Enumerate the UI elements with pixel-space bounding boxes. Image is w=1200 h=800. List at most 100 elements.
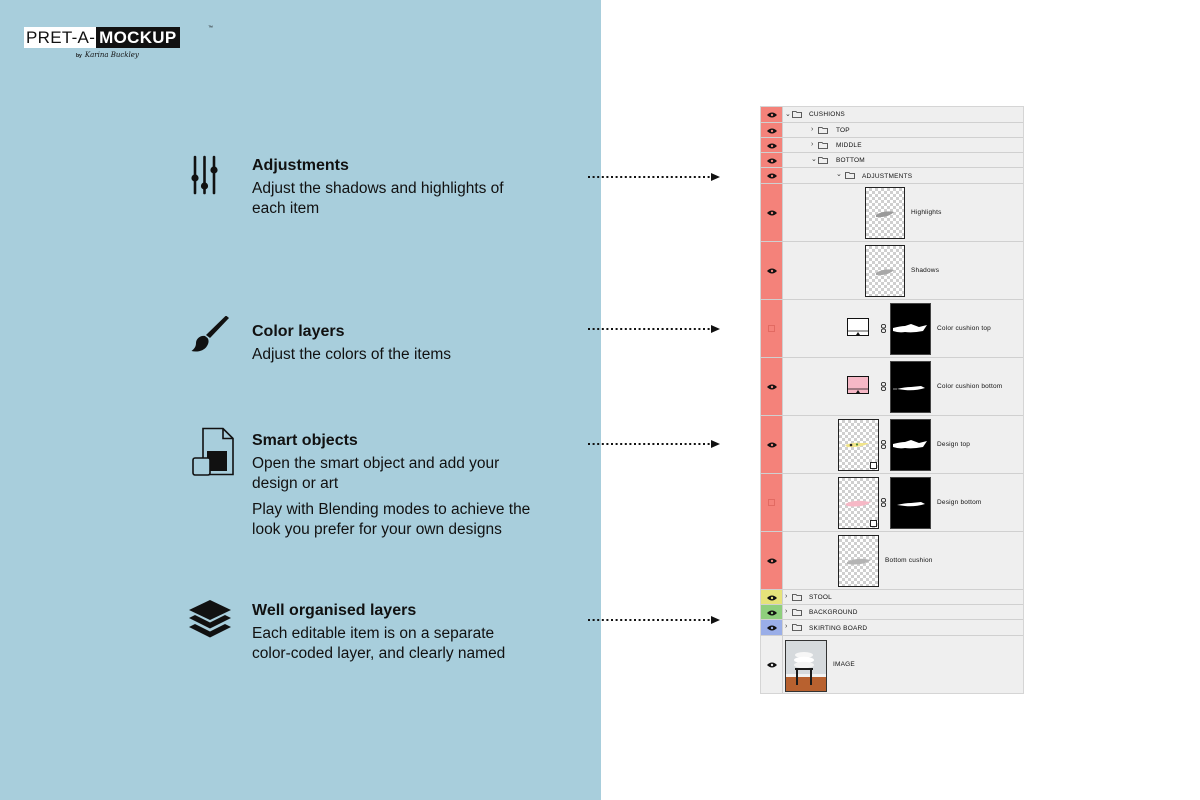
feature-color-layers: Color layers Adjust the colors of the it… bbox=[252, 322, 451, 365]
visibility-toggle[interactable] bbox=[761, 605, 783, 619]
visibility-toggle[interactable] bbox=[761, 358, 783, 415]
visibility-off-box bbox=[768, 325, 775, 332]
layer-design-bottom[interactable]: Design bottom bbox=[761, 474, 1023, 532]
layer-group-top[interactable]: › TOP bbox=[761, 123, 1023, 138]
chevron-right-icon[interactable]: › bbox=[785, 593, 788, 600]
folder-icon bbox=[818, 157, 828, 164]
visibility-toggle[interactable] bbox=[761, 123, 783, 137]
smart-object-file-icon bbox=[192, 427, 234, 476]
chevron-down-icon[interactable]: ⌄ bbox=[785, 111, 791, 118]
feature-title: Well organised layers bbox=[252, 602, 417, 619]
smart-object-badge-icon bbox=[870, 462, 877, 469]
visibility-toggle[interactable] bbox=[761, 532, 783, 589]
chevron-down-icon[interactable]: ⌄ bbox=[836, 171, 842, 178]
layer-color-cushion-top[interactable]: Color cushion top bbox=[761, 300, 1023, 358]
eye-icon bbox=[767, 173, 777, 179]
logo-signature: Karina Buckley bbox=[84, 51, 139, 59]
fill-swatch bbox=[847, 376, 869, 394]
layer-thumbnail bbox=[838, 535, 879, 587]
design-preview bbox=[845, 500, 871, 507]
logo-text-pret: PRET-A- bbox=[24, 27, 97, 48]
left-panel bbox=[0, 0, 601, 800]
eye-icon bbox=[767, 662, 777, 668]
layer-mask-thumbnail bbox=[890, 477, 931, 529]
visibility-toggle[interactable] bbox=[761, 590, 783, 604]
layer-group-skirting-board[interactable]: › SKIRTING BOARD bbox=[761, 620, 1023, 636]
layer-group-stool[interactable]: › STOOL bbox=[761, 590, 1023, 605]
folder-icon bbox=[792, 594, 802, 601]
logo-byline-prefix: by bbox=[76, 53, 82, 59]
dotted-arrow-color-layers bbox=[588, 325, 720, 333]
eye-icon bbox=[767, 158, 777, 164]
visibility-toggle[interactable] bbox=[761, 184, 783, 241]
eye-icon bbox=[767, 143, 777, 149]
folder-icon bbox=[792, 624, 802, 631]
layer-image[interactable]: IMAGE bbox=[761, 636, 1023, 693]
fill-swatch bbox=[847, 318, 869, 336]
feature-title: Smart objects bbox=[252, 432, 358, 449]
mask-shape bbox=[893, 324, 927, 333]
visibility-toggle[interactable] bbox=[761, 138, 783, 152]
layer-group-bottom[interactable]: ⌄ BOTTOM bbox=[761, 153, 1023, 168]
layer-group-adjustments[interactable]: ⌄ ADJUSTMENTS bbox=[761, 168, 1023, 184]
dotted-arrow-layers bbox=[588, 616, 720, 624]
chevron-right-icon[interactable]: › bbox=[811, 126, 814, 133]
visibility-toggle[interactable] bbox=[761, 474, 783, 531]
visibility-off-box bbox=[768, 499, 775, 506]
layer-name: BOTTOM bbox=[836, 157, 865, 164]
layer-mask-thumbnail bbox=[890, 303, 931, 355]
visibility-toggle[interactable] bbox=[761, 242, 783, 299]
layer-highlights[interactable]: Highlights bbox=[761, 184, 1023, 242]
link-icon[interactable] bbox=[881, 440, 886, 449]
link-icon[interactable] bbox=[881, 498, 886, 507]
visibility-toggle[interactable] bbox=[761, 416, 783, 473]
logo-trademark: ™ bbox=[208, 25, 213, 31]
layer-name: Color cushion top bbox=[937, 325, 991, 332]
eye-icon bbox=[767, 610, 777, 616]
feature-smart-objects: Smart objects Open the smart object and … bbox=[252, 431, 530, 540]
visibility-toggle[interactable] bbox=[761, 107, 783, 122]
cushion-silhouette bbox=[847, 558, 871, 565]
chevron-right-icon[interactable]: › bbox=[785, 623, 788, 630]
layer-group-cushions[interactable]: ⌄ CUSHIONS bbox=[761, 107, 1023, 123]
layer-name: Bottom cushion bbox=[885, 557, 933, 564]
mask-shape bbox=[893, 440, 927, 449]
dotted-arrow-adjustments bbox=[588, 173, 720, 181]
feature-well-organised-layers: Well organised layers Each editable item… bbox=[252, 601, 505, 664]
feature-description-2: Play with Blending modes to achieve the … bbox=[252, 501, 531, 538]
eye-icon bbox=[767, 112, 777, 118]
layer-group-background[interactable]: › BACKGROUND bbox=[761, 605, 1023, 620]
layer-name: CUSHIONS bbox=[809, 111, 845, 118]
chevron-right-icon[interactable]: › bbox=[785, 608, 788, 615]
fill-swatch-marker bbox=[848, 388, 868, 393]
link-icon[interactable] bbox=[881, 324, 886, 333]
design-preview bbox=[845, 442, 869, 448]
room-scene-preview bbox=[786, 641, 826, 691]
eye-icon bbox=[767, 210, 777, 216]
visibility-toggle[interactable] bbox=[761, 153, 783, 167]
layer-name: BACKGROUND bbox=[809, 609, 858, 616]
folder-icon bbox=[818, 142, 828, 149]
mask-shape bbox=[893, 386, 925, 391]
layer-mask-thumbnail bbox=[890, 361, 931, 413]
visibility-toggle[interactable] bbox=[761, 620, 783, 635]
visibility-toggle[interactable] bbox=[761, 168, 783, 183]
layer-shadows[interactable]: Shadows bbox=[761, 242, 1023, 300]
visibility-toggle[interactable] bbox=[761, 636, 783, 693]
logo-text-mockup: MOCKUP bbox=[96, 27, 180, 48]
visibility-toggle[interactable] bbox=[761, 300, 783, 357]
layer-design-top[interactable]: Design top bbox=[761, 416, 1023, 474]
layer-name: IMAGE bbox=[833, 661, 855, 668]
chevron-down-icon[interactable]: ⌄ bbox=[811, 156, 817, 163]
layer-bottom-cushion[interactable]: Bottom cushion bbox=[761, 532, 1023, 590]
layer-mask-thumbnail bbox=[890, 419, 931, 471]
feature-description: Adjust the shadows and highlights of eac… bbox=[252, 180, 504, 217]
layer-group-middle[interactable]: › MIDDLE bbox=[761, 138, 1023, 153]
layer-name: Design bottom bbox=[937, 499, 982, 506]
layer-color-cushion-bottom[interactable]: Color cushion bottom bbox=[761, 358, 1023, 416]
layer-name: MIDDLE bbox=[836, 142, 862, 149]
chevron-right-icon[interactable]: › bbox=[811, 141, 814, 148]
link-icon[interactable] bbox=[881, 382, 886, 391]
